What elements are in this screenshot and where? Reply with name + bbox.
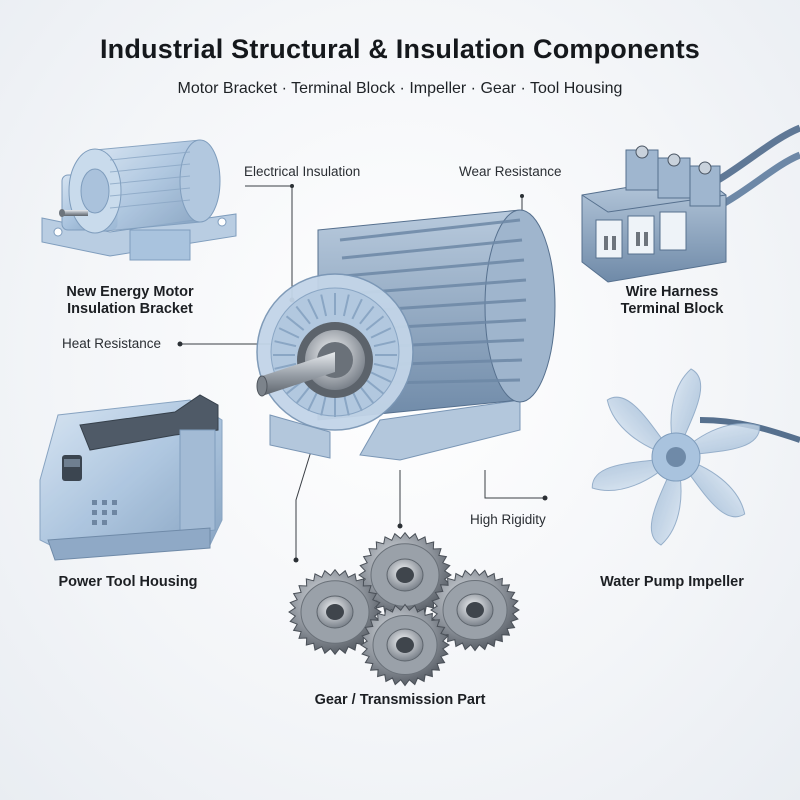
label-gear-transmission: Gear / Transmission Part <box>314 692 486 708</box>
page-subtitle: Motor Bracket · Terminal Block · Impelle… <box>177 80 623 97</box>
label-power-tool-housing: Power Tool Housing <box>58 574 198 590</box>
motor-bracket-illustration <box>41 139 237 261</box>
electric-motor-illustration <box>256 209 556 461</box>
impeller-illustration <box>591 368 800 546</box>
label-motor-bracket: New Energy Motor Insulation Bracket <box>30 284 230 318</box>
label-terminal-block: Wire Harness Terminal Block <box>572 284 772 318</box>
label-terminal-block-line2: Terminal Block <box>620 301 724 317</box>
terminal-block-illustration <box>581 124 800 283</box>
page-title: Industrial Structural & Insulation Compo… <box>99 34 701 64</box>
label-high-rigidity: High Rigidity <box>470 512 546 527</box>
gears-illustration <box>288 531 520 687</box>
label-terminal-block-line1: Wire Harness <box>625 284 719 300</box>
label-electrical-insulation: Electrical Insulation <box>244 164 361 179</box>
label-heat-resistance: Heat Resistance <box>62 336 162 351</box>
label-water-pump-impeller: Water Pump Impeller <box>600 574 744 590</box>
label-wear-resistance: Wear Resistance <box>459 164 562 179</box>
power-tool-illustration <box>39 394 223 561</box>
label-motor-bracket-line1: New Energy Motor <box>66 284 194 300</box>
label-motor-bracket-line2: Insulation Bracket <box>67 301 193 317</box>
